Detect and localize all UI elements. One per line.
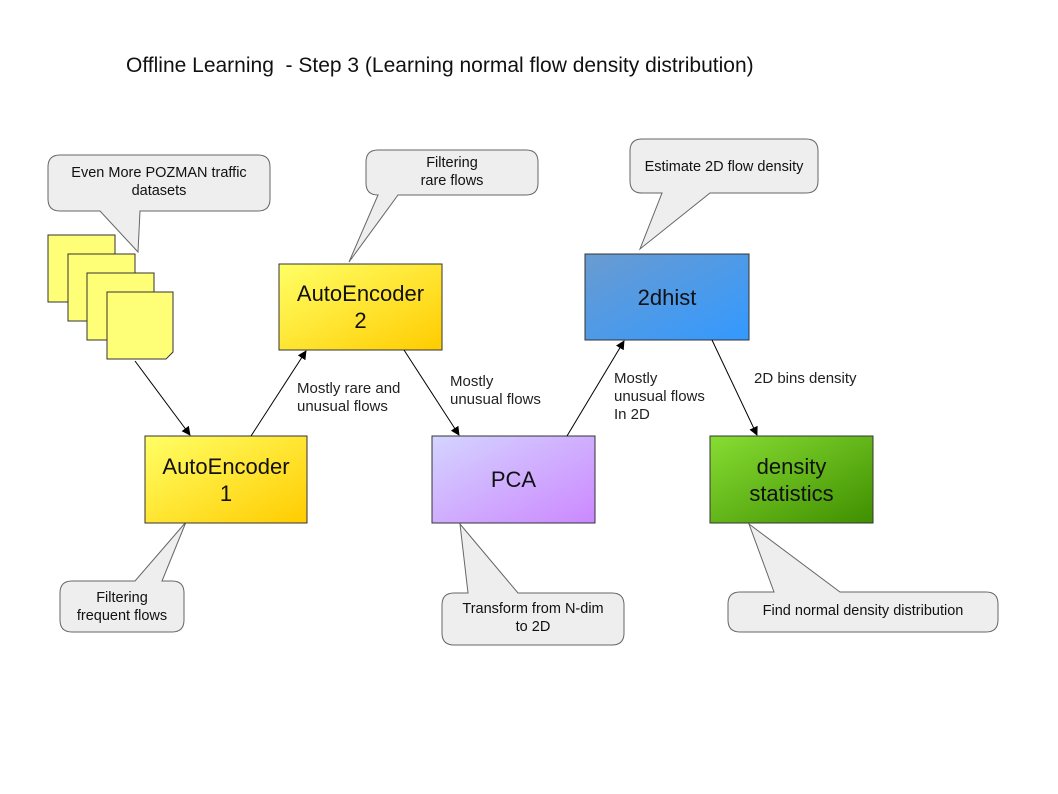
callout-datasets-shape	[47, 154, 271, 254]
arrow-datasets-to-ae1	[134, 360, 191, 436]
arrow-ae2-to-pca	[403, 349, 460, 436]
density-box	[709, 435, 874, 524]
arrow-hist-to-density	[711, 339, 758, 436]
callout-filter-rare-shape	[348, 149, 539, 263]
callout-estimate-text: Estimate 2D flow density	[644, 159, 804, 175]
callout-estimate-shape	[629, 138, 819, 251]
callout-transform-shape	[441, 522, 625, 646]
pca-label: PCA	[490, 467, 537, 492]
pca-box	[431, 435, 596, 524]
edge-label-hist-density: 2D bins density	[754, 370, 857, 387]
arrow-ae1-to-ae2	[250, 350, 307, 437]
callout-find-normal-shape	[727, 522, 999, 633]
arrow-pca-to-hist	[566, 340, 625, 437]
autoencoder-1-box	[144, 435, 308, 524]
callout-find-normal-text: Find normal density distribution	[762, 603, 964, 619]
callout-filter-frequent-shape	[59, 521, 187, 633]
hist-box	[584, 253, 750, 341]
dataset-stack-icon	[47, 234, 174, 360]
hist-label: 2dhist	[637, 284, 697, 310]
diagram-title: Offline Learning - Step 3 (Learning norm…	[126, 54, 754, 77]
autoencoder-2-box	[278, 263, 443, 351]
